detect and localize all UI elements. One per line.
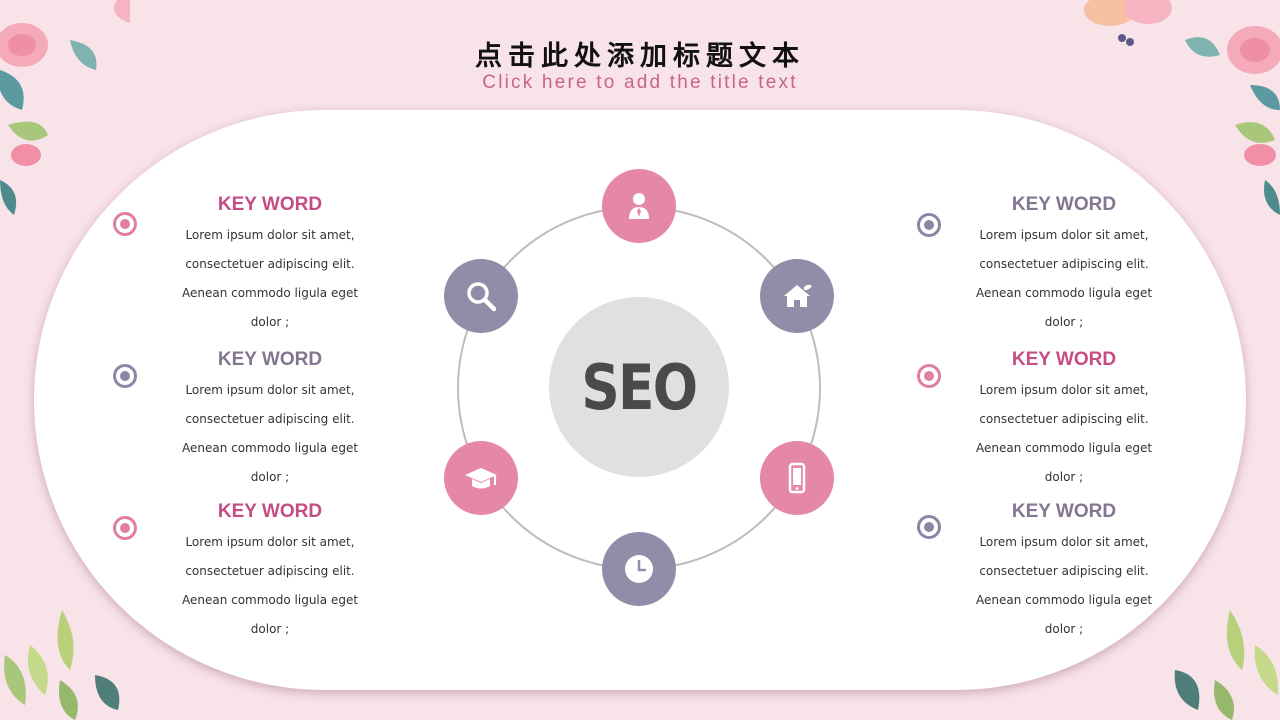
floral-decoration-top-right — [1084, 0, 1280, 215]
right-item-2: KEY WORD Lorem ipsum dolor sit amet, con… — [964, 348, 1164, 492]
item-line: consectetuer adipiscing elit. — [979, 564, 1149, 578]
item-line: Lorem ipsum dolor sit amet, — [979, 535, 1149, 549]
bullet-dot — [917, 364, 941, 388]
clock-node[interactable] — [602, 532, 676, 606]
item-line: consectetuer adipiscing elit. — [185, 257, 355, 271]
item-line: dolor ; — [1044, 622, 1084, 636]
phone-icon — [788, 462, 806, 494]
keyword-heading[interactable]: KEY WORD — [217, 501, 323, 522]
item-line: Lorem ipsum dolor sit amet, — [979, 383, 1149, 397]
right-item-1: KEY WORD Lorem ipsum dolor sit amet, con… — [964, 193, 1164, 337]
item-line: dolor ; — [1044, 315, 1084, 329]
clock-icon — [625, 555, 653, 583]
item-line: consectetuer adipiscing elit. — [185, 412, 355, 426]
item-line: Lorem ipsum dolor sit amet, — [185, 228, 355, 242]
search-icon — [467, 282, 497, 312]
item-line: Aenean commodo ligula eget — [975, 593, 1153, 607]
item-line: dolor ; — [250, 315, 290, 329]
left-item-1: KEY WORD Lorem ipsum dolor sit amet, con… — [170, 193, 370, 337]
bullet-dot — [113, 212, 137, 236]
leaf-decoration-bottom-left — [4, 610, 120, 720]
user-node[interactable] — [602, 169, 676, 243]
keyword-heading[interactable]: KEY WORD — [1011, 501, 1117, 522]
page-subtitle[interactable]: Click here to add the title text — [482, 72, 798, 93]
bullet-dot — [113, 364, 137, 388]
leaf-decoration-bottom-right — [1174, 610, 1279, 720]
item-line: Lorem ipsum dolor sit amet, — [979, 228, 1149, 242]
item-line: Aenean commodo ligula eget — [181, 593, 359, 607]
item-line: Aenean commodo ligula eget — [975, 286, 1153, 300]
item-line: Aenean commodo ligula eget — [181, 441, 359, 455]
left-item-2: KEY WORD Lorem ipsum dolor sit amet, con… — [170, 348, 370, 492]
item-line: Aenean commodo ligula eget — [975, 441, 1153, 455]
item-line: Aenean commodo ligula eget — [181, 286, 359, 300]
keyword-heading[interactable]: KEY WORD — [217, 349, 323, 370]
item-line: Lorem ipsum dolor sit amet, — [185, 383, 355, 397]
item-line: consectetuer adipiscing elit. — [185, 564, 355, 578]
bullet-dot — [113, 516, 137, 540]
item-line: Lorem ipsum dolor sit amet, — [185, 535, 355, 549]
graduation-node[interactable] — [444, 441, 518, 515]
bullet-dot — [917, 515, 941, 539]
page-title[interactable]: 点击此处添加标题文本 — [475, 41, 805, 72]
phone-node[interactable] — [760, 441, 834, 515]
search-node[interactable] — [444, 259, 518, 333]
seo-center-circle: SEO — [549, 297, 729, 477]
item-line: dolor ; — [1044, 470, 1084, 484]
bullet-dot — [917, 213, 941, 237]
seo-label[interactable]: SEO — [581, 350, 699, 424]
item-line: dolor ; — [250, 622, 290, 636]
keyword-heading[interactable]: KEY WORD — [1011, 194, 1117, 215]
item-line: dolor ; — [250, 470, 290, 484]
graduation-cap-icon — [465, 468, 497, 489]
item-line: consectetuer adipiscing elit. — [979, 412, 1149, 426]
user-icon — [629, 193, 649, 219]
left-item-3: KEY WORD Lorem ipsum dolor sit amet, con… — [170, 500, 370, 644]
keyword-heading[interactable]: KEY WORD — [1011, 349, 1117, 370]
home-node[interactable] — [760, 259, 834, 333]
right-item-3: KEY WORD Lorem ipsum dolor sit amet, con… — [964, 500, 1164, 644]
floral-decoration-top-left — [0, 0, 130, 215]
item-line: consectetuer adipiscing elit. — [979, 257, 1149, 271]
keyword-heading[interactable]: KEY WORD — [217, 194, 323, 215]
home-icon — [784, 284, 812, 307]
